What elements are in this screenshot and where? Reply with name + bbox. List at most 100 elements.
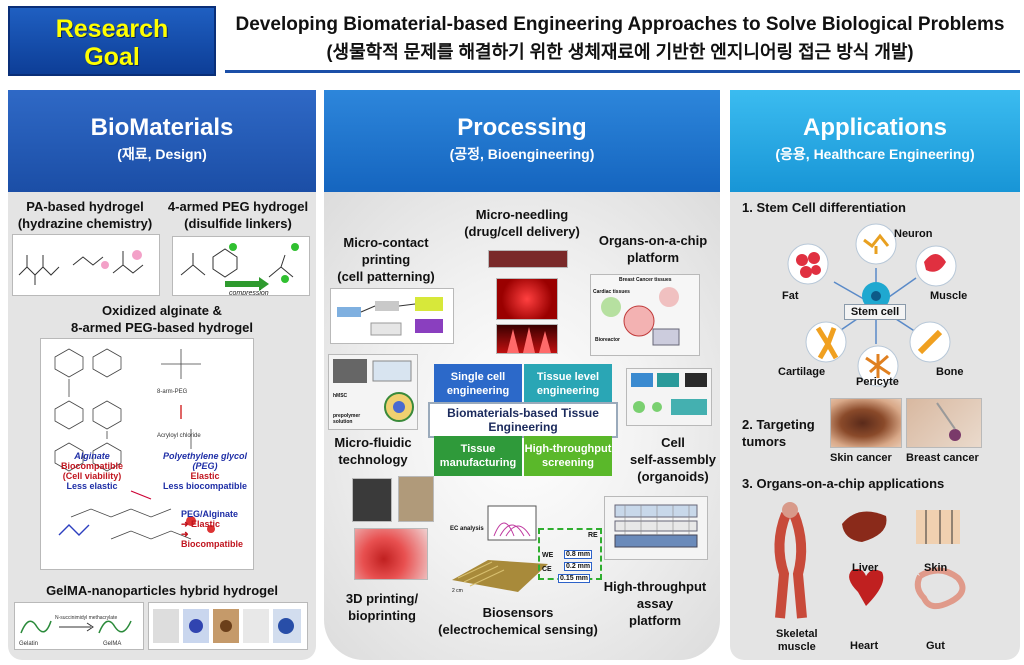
pa-hydrogel-line1: PA-based hydrogel <box>26 199 144 214</box>
micro-needling-label: Micro-needling (drug/cell delivery) <box>454 206 590 240</box>
combo-prop-2: ➜ Biocompatible <box>181 529 244 549</box>
nanoparticle-icon <box>153 609 301 643</box>
organs-illustration <box>774 502 966 619</box>
3d-printing-line1: 3D printing/ <box>345 591 419 606</box>
ec-analysis-label: EC analysis <box>450 526 484 532</box>
peg-abbr: (PEG) <box>192 461 218 471</box>
pericyte-label: Pericyte <box>856 376 899 388</box>
gelma-title: GelMA-nanoparticles hybrid hydrogel <box>46 583 278 598</box>
prepolymer-label: prepolymer solution <box>333 413 361 425</box>
ce-label: CE <box>542 566 552 573</box>
gelma-nanoparticle-figure <box>148 602 308 650</box>
peg-prop-2: Less biocompatible <box>162 481 248 491</box>
organs-chip-line2: platform <box>627 250 679 265</box>
tumor-section-line2: tumors <box>742 434 787 449</box>
high-throughput-icon <box>614 504 698 548</box>
heart-label: Heart <box>850 640 879 652</box>
micro-fluidic-line2: technology <box>338 452 408 467</box>
skeletal-line2: muscle <box>777 641 816 653</box>
cell-assembly-line1: Cell <box>661 435 685 450</box>
skin-label: Skin <box>924 562 948 574</box>
reagent-label: 8-arm-PEG <box>157 389 188 395</box>
alginate-prop-2: (Cell viability) <box>62 471 122 481</box>
dim-015mm: 0.15 mm <box>558 574 591 583</box>
peg-hydrogel-line1: 4-armed PEG hydrogel <box>167 199 309 214</box>
organs-chip-line1: Organs-on-a-chip <box>598 233 708 248</box>
alginate-line1: Oxidized alginate & <box>102 303 222 318</box>
cell-assembly-figure <box>626 368 712 426</box>
high-throughput-screening-tile: High-throughput screening <box>524 436 612 476</box>
gelma-reagent-label: N-succinimidyl methacrylate <box>55 615 117 621</box>
tumor-section-title: 2. Targeting tumors <box>742 416 815 450</box>
peg-structure-icon: compression <box>180 243 299 297</box>
tissue-level-engineering-tile: Tissue level engineering <box>524 364 612 404</box>
stem-cell-differentiation-diagram <box>787 223 957 387</box>
micro-contact-line2: printing <box>361 252 411 267</box>
dim-02mm: 0.2 mm <box>564 562 593 571</box>
research-goal-badge: Research Goal <box>8 6 216 76</box>
tissue-manufacturing-tile: Tissue manufacturing <box>434 436 522 476</box>
gut-label: Gut <box>926 640 945 652</box>
peg-hydrogel-line2: (disulfide linkers) <box>184 216 292 231</box>
goal-line2: Goal <box>84 43 140 71</box>
high-throughput-line1: High-throughput <box>603 579 707 594</box>
needle-icon <box>507 327 551 353</box>
stem-cell-section-title: 1. Stem Cell differentiation <box>742 200 906 215</box>
biomaterials-header: BioMaterials (재료, Design) <box>8 90 316 192</box>
organs-chip-applications-title: 3. Organs-on-a-chip applications <box>742 476 945 491</box>
reagent2-label: Acryloyl chloride <box>157 433 201 439</box>
title-divider <box>225 70 1020 73</box>
bone-label: Bone <box>936 366 964 378</box>
processing-title: Processing <box>457 114 587 141</box>
pa-hydrogel-structure-figure <box>12 234 160 296</box>
peg-hydrogel-title: 4-armed PEG hydrogel (disulfide linkers) <box>160 198 316 232</box>
peg-alginate-properties: PEG/Alginate ➜ Elastic ➜ Biocompatible <box>181 509 253 549</box>
micro-contact-line1: Micro-contact <box>343 235 429 250</box>
alginate-name: Alginate <box>74 451 110 461</box>
micro-contact-line3: (cell patterning) <box>337 269 435 284</box>
alginate-properties: Alginate Biocompatible (Cell viability) … <box>47 451 137 491</box>
3d-printing-heatmap-figure <box>354 528 428 580</box>
re-label: RE <box>588 532 598 539</box>
dim-08mm: 0.8 mm <box>564 550 593 559</box>
micro-needling-line2: (drug/cell delivery) <box>464 224 580 239</box>
micro-contact-label: Micro-contact printing (cell patterning) <box>326 234 446 285</box>
3d-printing-label: 3D printing/ bioprinting <box>330 590 434 624</box>
skeletal-line1: Skeletal <box>776 628 818 640</box>
skeletal-muscle-label: Skeletal muscle <box>776 628 818 654</box>
stem-cell-label: Stem cell <box>844 304 906 320</box>
alginate-synthesis-icon: 8-arm-PEG Acryloyl chloride <box>54 348 215 540</box>
alginate-peg-synthesis-figure: 8-arm-PEG Acryloyl chloride Alginate Bio… <box>40 338 254 570</box>
skin-cancer-label: Skin cancer <box>830 452 892 464</box>
muscle-label: Muscle <box>930 290 968 302</box>
biomaterials-title: BioMaterials <box>90 114 234 141</box>
applications-title: Applications <box>802 114 947 141</box>
breast-cancer-photo <box>906 398 982 448</box>
biosensor-icon <box>452 505 548 592</box>
peg-prop-1: Elastic <box>190 471 220 481</box>
we-label: WE <box>542 552 554 559</box>
combo-prop-1: ➜ Elastic <box>181 519 221 529</box>
gelma-label: GelMA <box>103 641 121 647</box>
peg-name: Polyethylene glycol <box>162 451 248 461</box>
cell-assembly-label: Cell self-assembly (organoids) <box>626 434 720 485</box>
alginate-line2: 8-armed PEG-based hydrogel <box>70 320 254 335</box>
micro-needle-array-figure <box>496 278 558 320</box>
peg-properties: Polyethylene glycol (PEG) Elastic Less b… <box>157 451 253 491</box>
alginate-title: Oxidized alginate & 8-armed PEG-based hy… <box>10 302 314 336</box>
micro-contact-icon <box>337 297 443 336</box>
liver-label: Liver <box>852 562 879 574</box>
micro-contact-figure <box>330 288 454 344</box>
alginate-prop-1: Biocompatible <box>60 461 123 471</box>
biosensors-line2: (electrochemical sensing) <box>438 622 598 637</box>
organs-chip-icon <box>601 287 680 346</box>
micro-fluidic-line1: Micro-fluidic <box>334 435 412 450</box>
page-title-korean: (생물학적 문제를 해결하기 위한 생체재료에 기반한 엔지니어링 접근 방식 … <box>326 42 914 62</box>
biomaterials-subtitle: (재료, Design) <box>117 146 207 162</box>
organs-chip-figure: Breast Cancer tissues Cardiac tissues Bi… <box>590 274 700 356</box>
high-throughput-line2: assay <box>636 596 674 611</box>
processing-subtitle: (공정, Bioengineering) <box>449 146 595 162</box>
pa-hydrogel-line2: (hydrazine chemistry) <box>17 216 153 231</box>
injection-icon <box>936 402 961 441</box>
organs-chip-label: Organs-on-a-chip platform <box>588 232 718 266</box>
